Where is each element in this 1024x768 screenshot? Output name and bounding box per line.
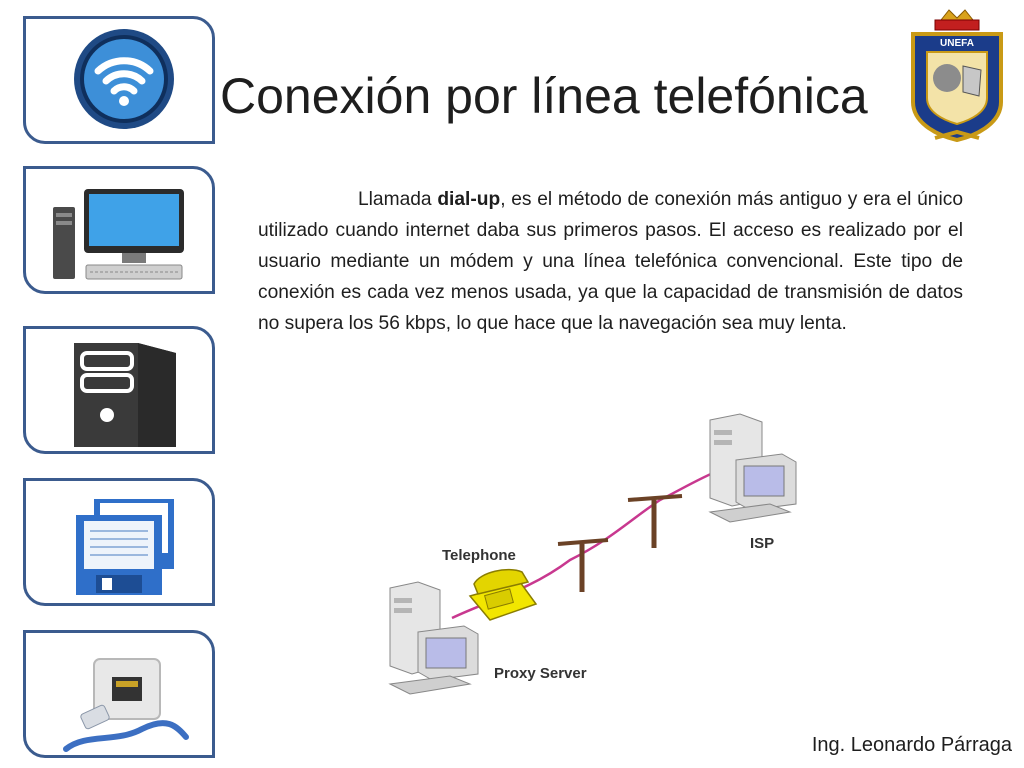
sidebar-tile-wifi: [23, 16, 215, 144]
body-intro: Llamada: [358, 189, 438, 210]
body-rest: , es el método de conexión más antiguo y…: [258, 189, 963, 334]
utility-pole-1: [557, 538, 609, 592]
proxy-server-label: Proxy Server: [494, 665, 587, 682]
sidebar-tile-documents: [23, 478, 215, 606]
slide-title: Conexión por línea telefónica: [220, 68, 868, 124]
seal-text: UNEFA: [940, 38, 974, 49]
server-tower-icon: [74, 343, 176, 447]
isp-computer-icon: [708, 413, 797, 523]
sidebar-tile-computer: [23, 166, 215, 294]
dialup-network-diagram: ISP Telephone Proxy Server: [388, 413, 797, 695]
desktop-computer-icon: [53, 189, 184, 280]
author-name: Ing. Leonardo Párraga: [811, 734, 1012, 756]
utility-pole-2: [627, 494, 683, 548]
university-seal-icon: UNEFA: [911, 9, 1003, 143]
body-paragraph: Llamada dial-up, es el método de conexió…: [258, 184, 963, 339]
ethernet-port-icon: [63, 658, 189, 752]
isp-label: ISP: [750, 535, 774, 552]
sidebar-tile-ethernet: [23, 630, 215, 758]
telephone-label: Telephone: [442, 547, 516, 564]
sidebar-tile-server: [23, 326, 215, 454]
telephone-icon: [468, 568, 538, 621]
floppy-documents-icon: [76, 499, 174, 595]
wifi-icon: [74, 29, 174, 129]
body-term: dial-up: [437, 189, 501, 210]
proxy-server-icon: [388, 581, 479, 695]
